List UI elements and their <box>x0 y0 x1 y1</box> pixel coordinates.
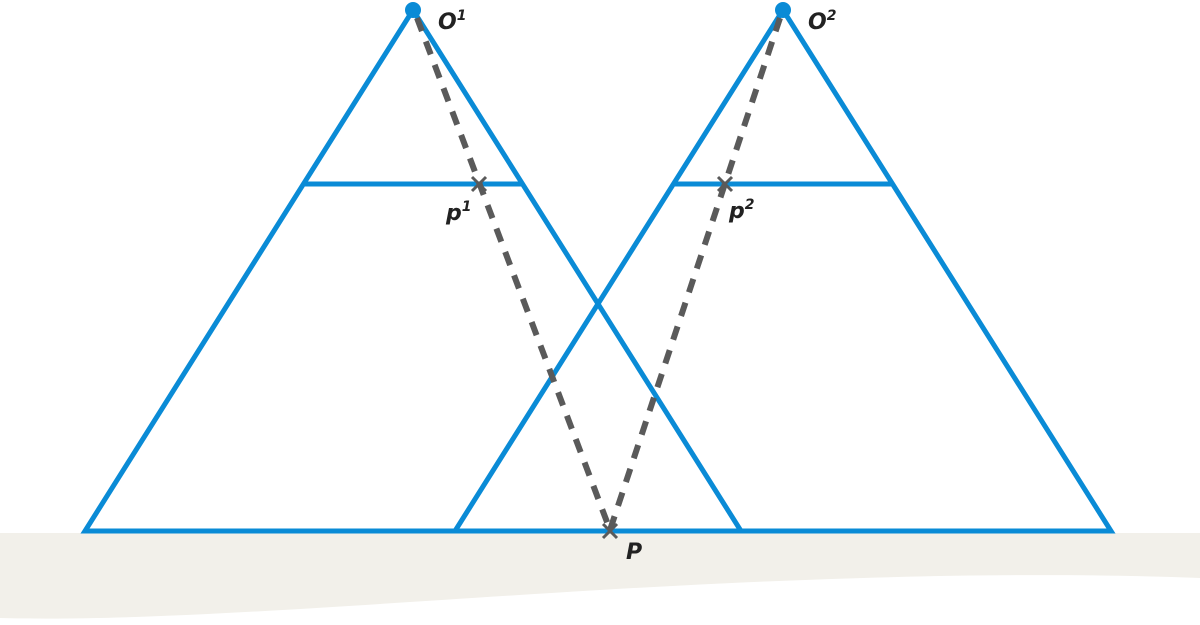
cross-marker-p2 <box>716 175 734 193</box>
projection-2-label: p2 <box>728 197 755 224</box>
projection-1-label: p1 <box>445 199 472 226</box>
frustum-camera-2 <box>450 5 1116 534</box>
camera-center-1 <box>405 2 421 18</box>
frustum-1-outline <box>80 5 746 534</box>
frustum-2-outline <box>450 5 1116 534</box>
camera-center-2 <box>775 2 791 18</box>
ray-camera-1 <box>414 16 613 532</box>
camera-2-label: O2 <box>808 8 836 35</box>
camera-1-label: O1 <box>438 8 466 35</box>
cross-marker-point <box>601 522 619 540</box>
ray-camera-2 <box>607 17 783 531</box>
frustum-camera-1 <box>80 5 746 534</box>
ground-band <box>0 533 1200 619</box>
projection-rays <box>414 16 783 532</box>
point-label: P <box>626 540 642 565</box>
cross-marker-p1 <box>470 175 488 193</box>
